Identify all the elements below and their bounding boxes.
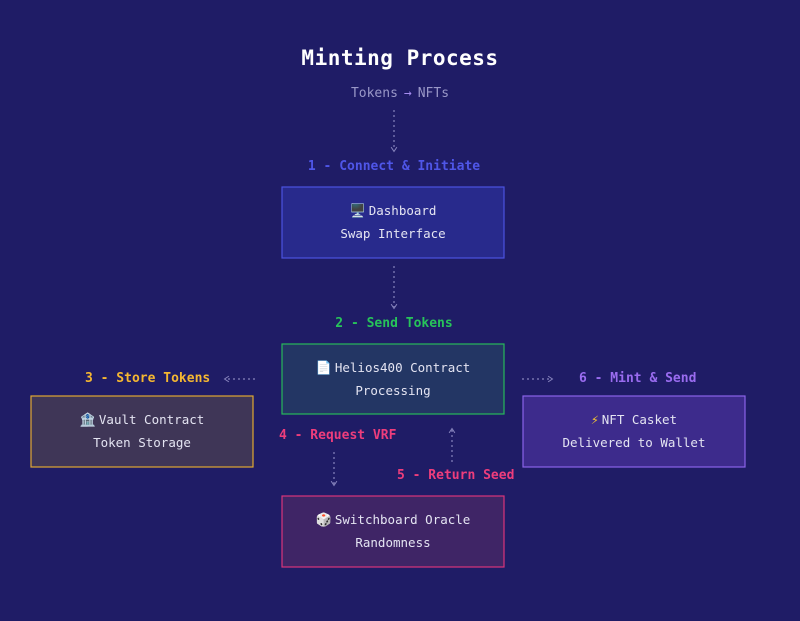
step-5-label: 5 - Return Seed (397, 468, 515, 483)
step-4-label: 4 - Request VRF (279, 428, 397, 443)
step-3-label: 3 - Store Tokens (85, 371, 211, 386)
document-icon: 📄 (315, 360, 332, 376)
computer-icon: 🖥️ (349, 204, 366, 219)
dashboard-node: 🖥️Dashboard Swap Interface (282, 187, 504, 258)
page-subtitle: Tokens → NFTs (0, 86, 800, 101)
vault-title: Vault Contract (98, 412, 205, 427)
contract-subtitle: Processing (355, 382, 431, 398)
casket-title: NFT Casket (601, 412, 678, 427)
page-title: Minting Process (301, 46, 499, 70)
casket-subtitle: Delivered to Wallet (562, 435, 706, 450)
dice-icon: 🎲 (315, 513, 332, 528)
vault-node: 🏦Vault Contract Token Storage (31, 396, 253, 467)
bank-icon: 🏦 (79, 413, 96, 428)
dashboard-title: Dashboard (368, 203, 437, 218)
dashboard-subtitle: Swap Interface (340, 226, 446, 241)
casket-node: ⚡NFT Casket Delivered to Wallet (523, 396, 745, 467)
subtitle-from: Tokens (350, 86, 398, 101)
step-2-label: 2 - Send Tokens (335, 316, 453, 331)
oracle-title: Switchboard Oracle (334, 512, 471, 527)
contract-title: Helios400 Contract (334, 359, 471, 375)
oracle-subtitle: Randomness (355, 535, 431, 550)
subtitle-to: NFTs (417, 86, 450, 101)
lightning-icon: ⚡ (590, 413, 599, 428)
oracle-node: 🎲Switchboard Oracle Randomness (282, 496, 504, 567)
arrow-right-icon: → (403, 86, 412, 101)
step-1-label: 1 - Connect & Initiate (307, 159, 481, 174)
vault-subtitle: Token Storage (93, 435, 191, 450)
step-6-label: 6 - Mint & Send (579, 371, 697, 386)
contract-node: 📄Helios400 Contract Processing (282, 344, 504, 414)
